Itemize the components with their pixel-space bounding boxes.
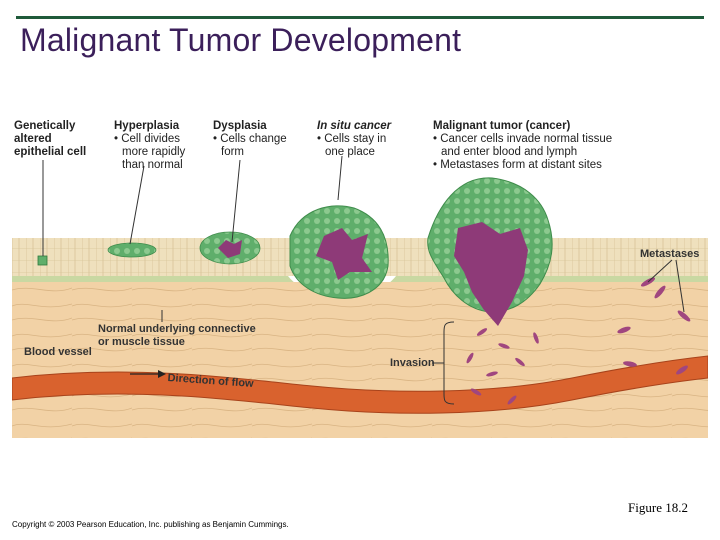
label-metastases: Metastases	[640, 248, 700, 260]
metastases-cells	[617, 277, 691, 375]
label-genetically-altered: Genetically altered epithelial cell	[14, 120, 87, 158]
in-situ-core	[316, 228, 372, 280]
label-dysplasia: Dysplasia • Cells change form	[213, 120, 287, 158]
leader-metastases	[647, 259, 673, 283]
tumor-development-illustration	[12, 155, 708, 438]
label-in-situ: In situ cancer • Cells stay in one place	[317, 120, 392, 158]
dysplasia-core	[218, 240, 242, 258]
copyright-line: Copyright © 2003 Pearson Education, Inc.…	[12, 520, 289, 529]
altered-cell	[37, 255, 48, 266]
label-malignant-tumor: Malignant tumor (cancer) • Cancer cells …	[433, 120, 613, 171]
figure-caption: Figure 18.2	[628, 500, 688, 515]
malignant-core	[454, 222, 528, 326]
page-title: Malignant Tumor Development	[20, 22, 462, 58]
flow-arrow-head	[158, 370, 166, 378]
leader-hyperplasia	[129, 165, 145, 245]
leader-metastases-2	[675, 259, 685, 313]
invading-cells	[466, 328, 539, 405]
leader-dysplasia	[231, 159, 241, 243]
blood-vessel	[12, 355, 708, 414]
label-blood-vessel: Blood vessel	[24, 346, 92, 358]
title-rule	[16, 16, 704, 19]
connective-tissue	[12, 282, 708, 438]
label-connective-tissue: Normal underlying connective or muscle t…	[98, 323, 256, 348]
label-invasion: Invasion	[390, 357, 435, 369]
leader-in-situ	[337, 155, 343, 201]
hyperplasia-cluster	[107, 242, 157, 258]
label-hyperplasia: Hyperplasia • Cell divides more rapidly …	[114, 120, 186, 171]
